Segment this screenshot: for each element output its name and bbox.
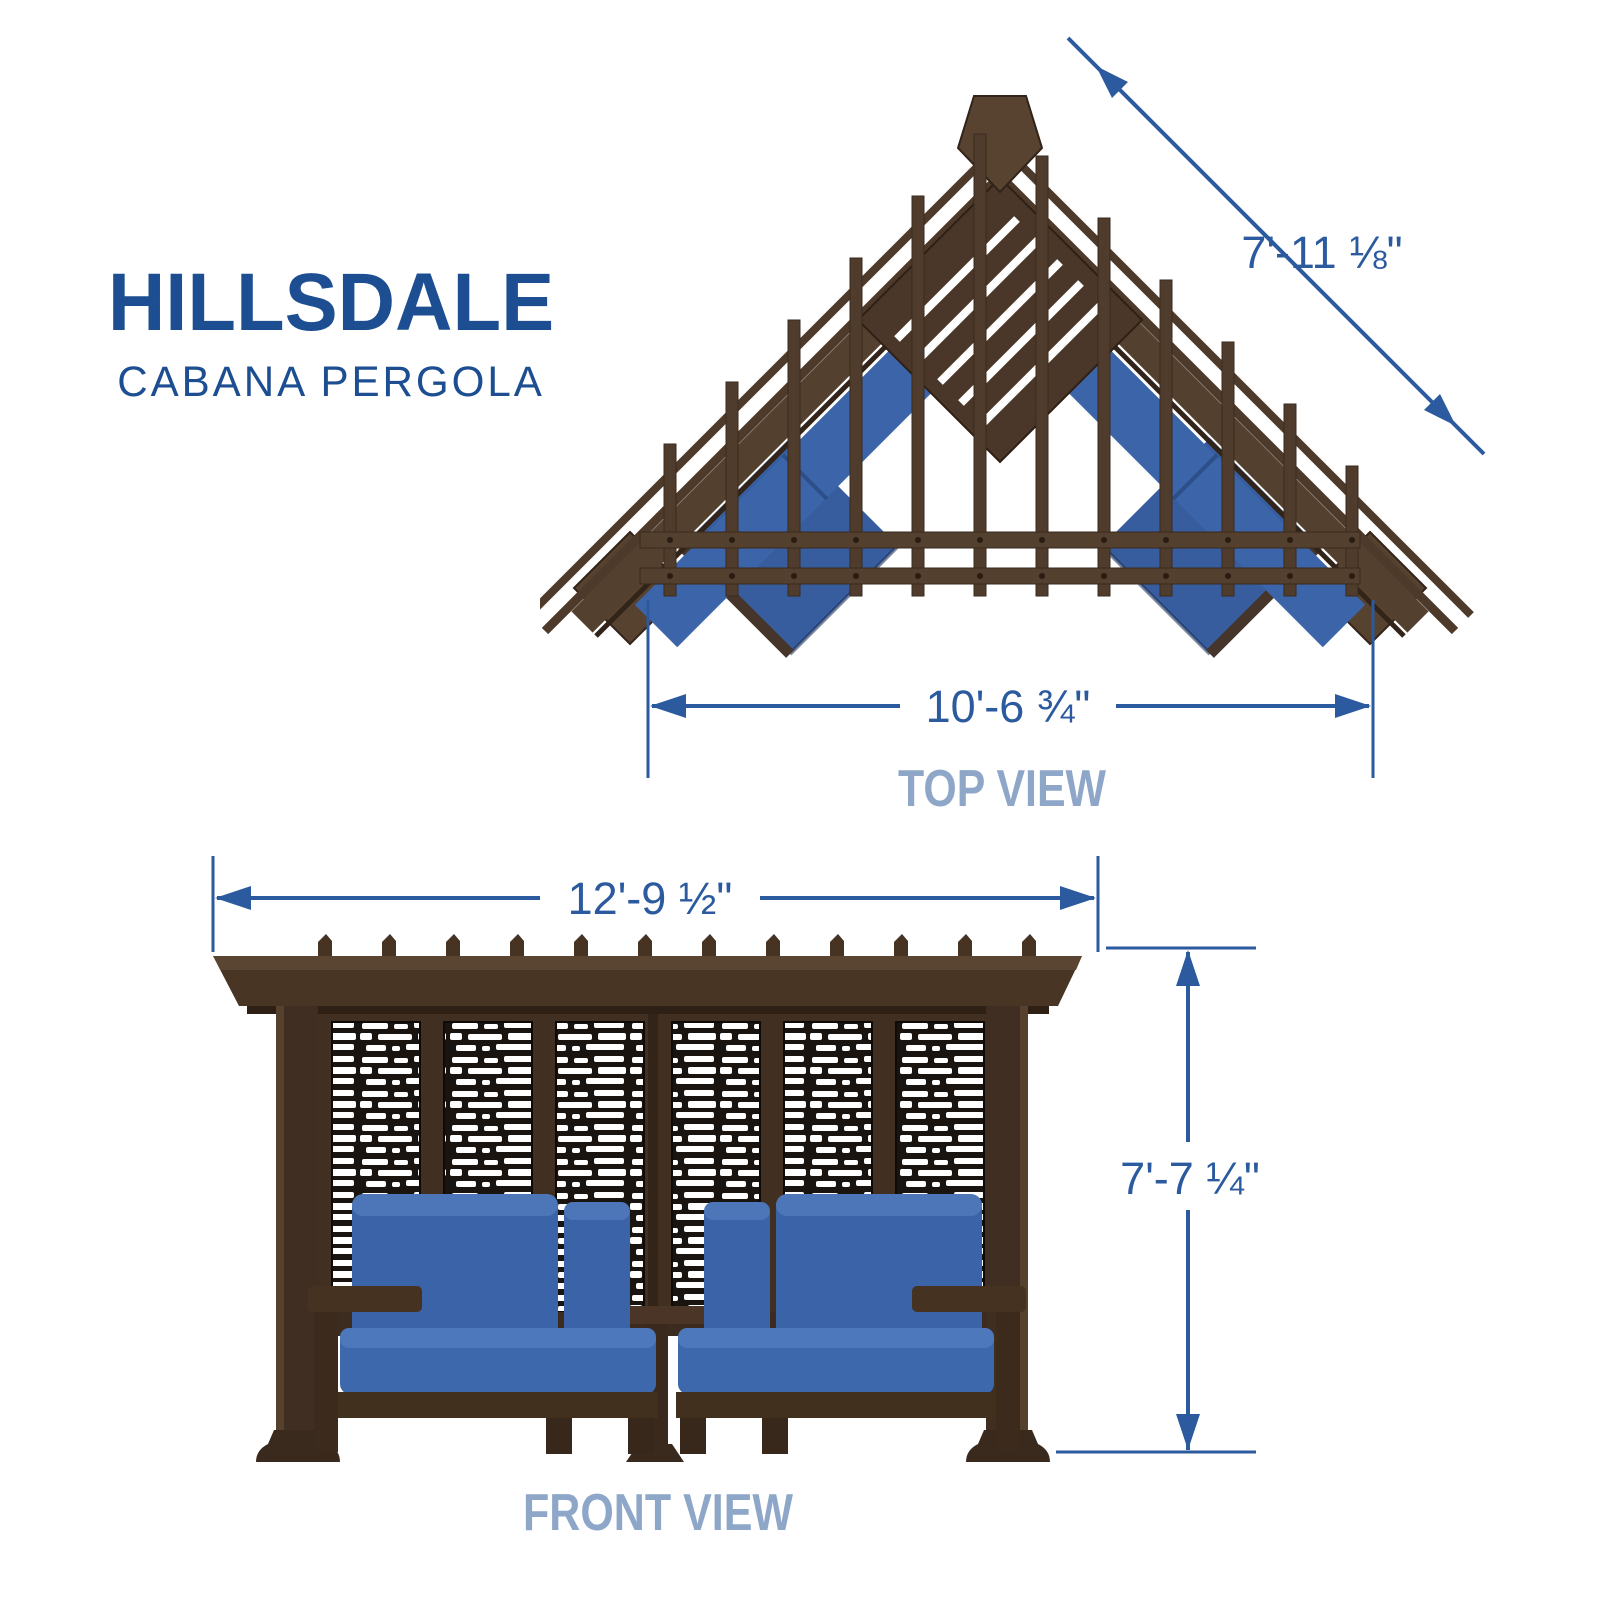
left-chair	[308, 1194, 658, 1454]
arrowhead-down-right-icon	[1424, 394, 1456, 426]
arrowhead-down-icon	[1176, 1414, 1200, 1450]
dim-front-height-label: 7'-7 ¼"	[1120, 1153, 1260, 1204]
cross-rails	[639, 531, 1361, 585]
top-view-drawing: 7'-11 ⅛" 10'-6 ¾" TOP VIEW	[540, 36, 1486, 818]
dim-front-width-label: 12'-9 ½"	[568, 873, 733, 924]
front-view-drawing: 12'-9 ½" 7'-7 ¼" FRONT VIEW	[211, 856, 1270, 1540]
dim-top-width-label: 10'-6 ¾"	[926, 681, 1091, 732]
top-view-label: TOP VIEW	[898, 760, 1107, 818]
dim-diagonal-label: 7'-11 ⅛"	[1241, 227, 1402, 278]
arrowhead-up-icon	[1176, 950, 1200, 986]
page-title: HILLSDALE	[107, 257, 555, 348]
dim-diagonal: 7'-11 ⅛"	[1066, 36, 1486, 456]
rafter-tails	[318, 934, 1036, 958]
arrowhead-up-left-icon	[1096, 66, 1128, 98]
dim-front-height: 7'-7 ¼"	[1056, 946, 1270, 1454]
dim-top-width: 10'-6 ¾"	[646, 600, 1375, 778]
dim-front-width: 12'-9 ½"	[211, 856, 1100, 952]
brand-block: HILLSDALE CABANA PERGOLA	[95, 262, 567, 407]
arrowhead-left-icon	[215, 886, 251, 910]
right-chair	[676, 1194, 1026, 1454]
arrowhead-left-icon	[650, 694, 686, 718]
header-beam	[213, 934, 1082, 1014]
left-post	[256, 1006, 340, 1462]
front-view-label: FRONT VIEW	[523, 1484, 794, 1540]
page-subtitle: CABANA PERGOLA	[117, 358, 545, 406]
arrowhead-right-icon	[1060, 886, 1096, 910]
arrowhead-right-icon	[1335, 694, 1371, 718]
wall-center-seam	[648, 1010, 658, 1334]
